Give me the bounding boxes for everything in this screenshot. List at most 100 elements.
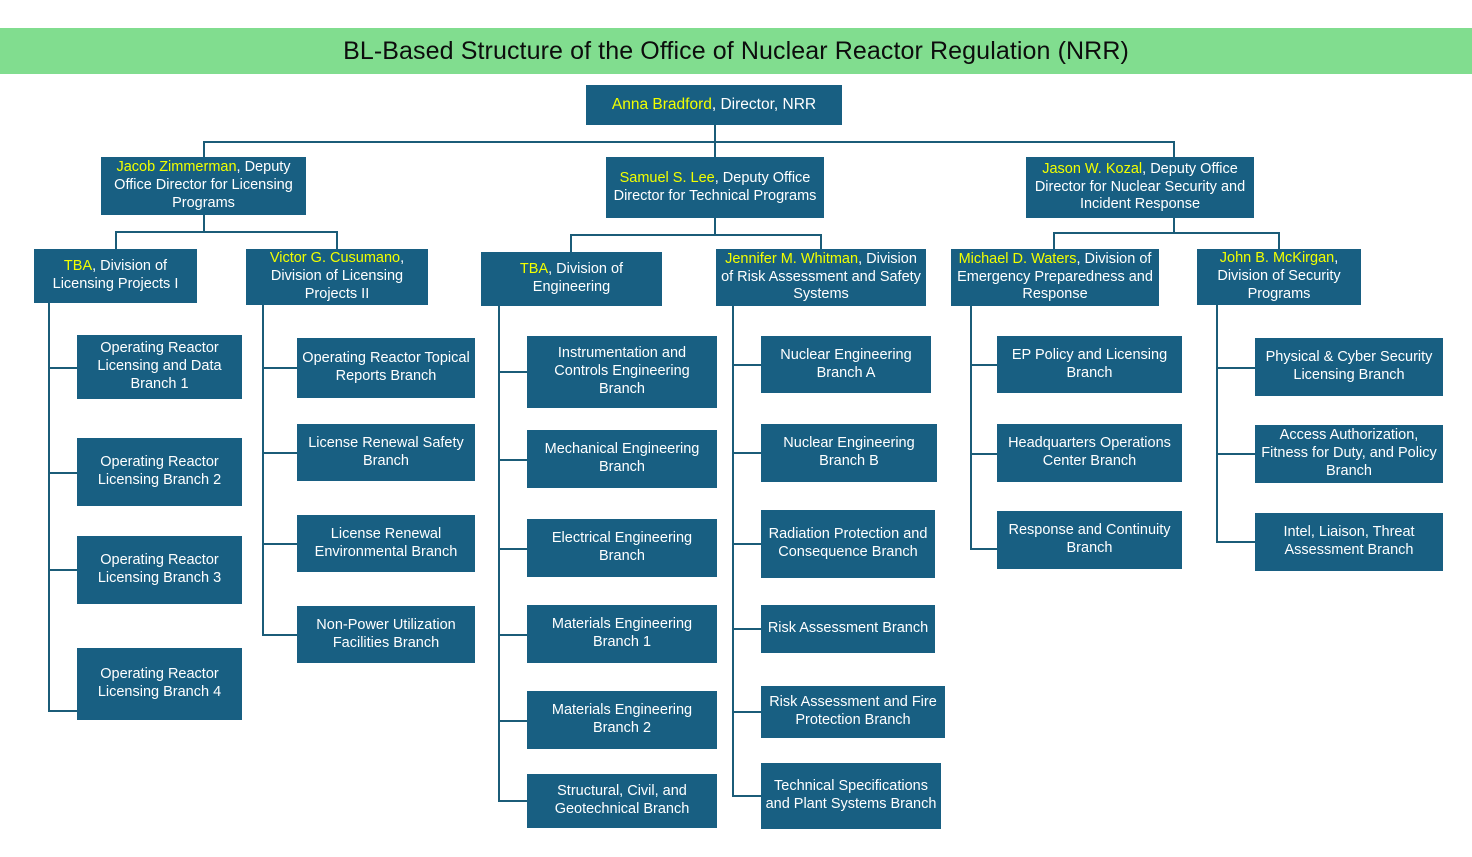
connector-dep2-drop-a xyxy=(570,234,572,252)
node-branch-technical-specifications-plant-systems[interactable]: Technical Specifications and Plant Syste… xyxy=(761,763,941,829)
connector-div4-stub-6 xyxy=(732,795,762,797)
node-branch-orl-2[interactable]: Operating Reactor Licensing Branch 2 xyxy=(77,438,242,506)
person-name: Michael D. Waters xyxy=(958,250,1077,267)
branch-label: Physical & Cyber Security Licensing Bran… xyxy=(1265,349,1433,383)
connector-div1-stub-3 xyxy=(48,569,78,571)
branch-label: Operating Reactor Licensing Branch 3 xyxy=(97,552,222,586)
node-branch-nuclear-engineering-b[interactable]: Nuclear Engineering Branch B xyxy=(761,424,937,482)
person-role: , Division of Emergency Preparedness and… xyxy=(957,250,1153,303)
connector-div5-stub-1 xyxy=(970,364,998,366)
connector-div3-stub-5 xyxy=(498,720,528,722)
node-label: TBA, Division of Licensing Projects I xyxy=(38,258,193,294)
connector-div5-trunk xyxy=(970,306,972,550)
connector-deputy-drop-2 xyxy=(714,141,716,157)
node-branch-physical-cyber-security-licensing[interactable]: Physical & Cyber Security Licensing Bran… xyxy=(1255,338,1443,396)
node-branch-ep-policy-licensing[interactable]: EP Policy and Licensing Branch xyxy=(997,336,1182,393)
connector-div6-stub-2 xyxy=(1216,453,1256,455)
branch-label: Radiation Protection and Consequence Bra… xyxy=(768,526,928,560)
node-label: John B. McKirgan, Division of Security P… xyxy=(1201,250,1357,304)
node-branch-electrical-engineering[interactable]: Electrical Engineering Branch xyxy=(527,519,717,577)
connector-deputy-bus xyxy=(203,141,1174,143)
node-branch-radiation-protection-consequence[interactable]: Radiation Protection and Consequence Bra… xyxy=(761,510,935,578)
node-label: TBA, Division of Engineering xyxy=(485,261,658,297)
node-branch-materials-engineering-1[interactable]: Materials Engineering Branch 1 xyxy=(527,605,717,663)
node-branch-access-authorization-fitness-policy[interactable]: Access Authorization, Fitness for Duty, … xyxy=(1255,425,1443,483)
node-branch-risk-assessment-fire-protection[interactable]: Risk Assessment and Fire Protection Bran… xyxy=(761,686,945,738)
connector-director-stem xyxy=(714,124,716,142)
branch-label: Operating Reactor Licensing Branch 2 xyxy=(97,454,222,488)
chart-title-banner: BL-Based Structure of the Office of Nucl… xyxy=(0,28,1472,74)
node-deputy-jason-w-kozal[interactable]: Jason W. Kozal, Deputy Office Director f… xyxy=(1026,157,1254,218)
node-division-licensing-projects-1[interactable]: TBA, Division of Licensing Projects I xyxy=(34,249,197,303)
node-branch-license-renewal-safety[interactable]: License Renewal Safety Branch xyxy=(297,424,475,481)
connector-dep3-stem xyxy=(1173,218,1175,233)
node-branch-orl-data-1[interactable]: Operating Reactor Licensing and Data Bra… xyxy=(77,335,242,399)
node-branch-mechanical-engineering[interactable]: Mechanical Engineering Branch xyxy=(527,430,717,488)
node-branch-orl-4[interactable]: Operating Reactor Licensing Branch 4 xyxy=(77,648,242,720)
branch-label: Risk Assessment Branch xyxy=(767,620,929,637)
node-director-anna-bradford[interactable]: Anna Bradford, Director, NRR xyxy=(586,85,842,125)
node-branch-license-renewal-environmental[interactable]: License Renewal Environmental Branch xyxy=(297,515,475,572)
connector-div1-stub-2 xyxy=(48,472,78,474)
connector-div5-stub-2 xyxy=(970,453,998,455)
person-name: Jennifer M. Whitman xyxy=(725,250,859,267)
node-branch-non-power-utilization[interactable]: Non-Power Utilization Facilities Branch xyxy=(297,606,475,663)
page-title: BL-Based Structure of the Office of Nucl… xyxy=(343,36,1129,65)
node-division-licensing-projects-2[interactable]: Victor G. Cusumano, Division of Licensin… xyxy=(246,249,428,305)
person-name: TBA xyxy=(63,258,93,275)
node-division-engineering[interactable]: TBA, Division of Engineering xyxy=(481,252,662,306)
person-role: , Division of Engineering xyxy=(532,261,624,295)
branch-label: Risk Assessment and Fire Protection Bran… xyxy=(769,694,937,728)
node-division-security-programs[interactable]: John B. McKirgan, Division of Security P… xyxy=(1197,249,1361,305)
person-name: Jacob Zimmerman xyxy=(116,159,237,176)
node-label: Jacob Zimmerman, Deputy Office Director … xyxy=(105,159,302,213)
node-branch-response-continuity[interactable]: Response and Continuity Branch xyxy=(997,511,1182,569)
node-branch-risk-assessment[interactable]: Risk Assessment Branch xyxy=(761,605,935,653)
connector-dep2-drop-b xyxy=(820,234,822,252)
node-branch-materials-engineering-2[interactable]: Materials Engineering Branch 2 xyxy=(527,691,717,749)
node-branch-nuclear-engineering-a[interactable]: Nuclear Engineering Branch A xyxy=(761,336,931,393)
node-label: Michael D. Waters, Division of Emergency… xyxy=(955,251,1155,305)
node-deputy-samuel-s-lee[interactable]: Samuel S. Lee, Deputy Office Director fo… xyxy=(606,157,824,218)
connector-div2-stub-4 xyxy=(262,634,298,636)
person-role: , Deputy Office Director for Licensing P… xyxy=(114,159,293,211)
branch-label: License Renewal Environmental Branch xyxy=(314,525,458,560)
person-role: , Division of Licensing Projects I xyxy=(52,258,179,292)
branch-label: Headquarters Operations Center Branch xyxy=(1008,435,1171,469)
connector-div4-stub-1 xyxy=(732,364,762,366)
branch-label: Mechanical Engineering Branch xyxy=(544,441,700,475)
node-branch-orl-3[interactable]: Operating Reactor Licensing Branch 3 xyxy=(77,536,242,604)
connector-div4-trunk xyxy=(732,306,734,797)
node-branch-structural-civil-geotechnical[interactable]: Structural, Civil, and Geotechnical Bran… xyxy=(527,774,717,828)
node-branch-instrumentation-controls[interactable]: Instrumentation and Controls Engineering… xyxy=(527,336,717,408)
branch-label: Technical Specifications and Plant Syste… xyxy=(765,778,937,812)
connector-div2-trunk xyxy=(262,305,264,636)
branch-label: Response and Continuity Branch xyxy=(1008,522,1171,556)
connector-dep1-bus xyxy=(115,231,338,233)
node-division-emergency-preparedness-response[interactable]: Michael D. Waters, Division of Emergency… xyxy=(951,249,1159,306)
connector-div3-stub-3 xyxy=(498,548,528,550)
branch-label: Nuclear Engineering Branch B xyxy=(783,435,915,469)
branch-label: Nuclear Engineering Branch A xyxy=(780,346,912,381)
connector-dep3-bus xyxy=(1053,232,1280,234)
node-deputy-jacob-zimmerman[interactable]: Jacob Zimmerman, Deputy Office Director … xyxy=(101,157,306,215)
node-division-risk-assessment-safety-systems[interactable]: Jennifer M. Whitman, Division of Risk As… xyxy=(716,249,926,306)
person-role: , Division of Licensing Projects II xyxy=(270,250,405,302)
node-label: Jennifer M. Whitman, Division of Risk As… xyxy=(720,251,922,305)
person-name: Victor G. Cusumano xyxy=(269,250,401,267)
connector-dep1-drop-a xyxy=(115,231,117,249)
connector-div3-stub-2 xyxy=(498,459,528,461)
person-name: TBA xyxy=(519,261,549,278)
branch-label: Operating Reactor Licensing Branch 4 xyxy=(97,666,222,700)
node-label: Anna Bradford, Director, NRR xyxy=(590,95,838,114)
person-name: John B. McKirgan xyxy=(1219,250,1335,267)
person-role: , Deputy Office Director for Technical P… xyxy=(613,169,817,204)
connector-div3-stub-4 xyxy=(498,634,528,636)
node-branch-intel-liaison-threat-assessment[interactable]: Intel, Liaison, Threat Assessment Branch xyxy=(1255,513,1443,571)
connector-div4-stub-2 xyxy=(732,452,762,454)
node-branch-or-topical-reports[interactable]: Operating Reactor Topical Reports Branch xyxy=(297,338,475,398)
connector-div4-stub-3 xyxy=(732,543,762,545)
connector-div6-stub-1 xyxy=(1216,367,1256,369)
connector-div5-stub-3 xyxy=(970,548,998,550)
node-branch-headquarters-operations-center[interactable]: Headquarters Operations Center Branch xyxy=(997,424,1182,482)
